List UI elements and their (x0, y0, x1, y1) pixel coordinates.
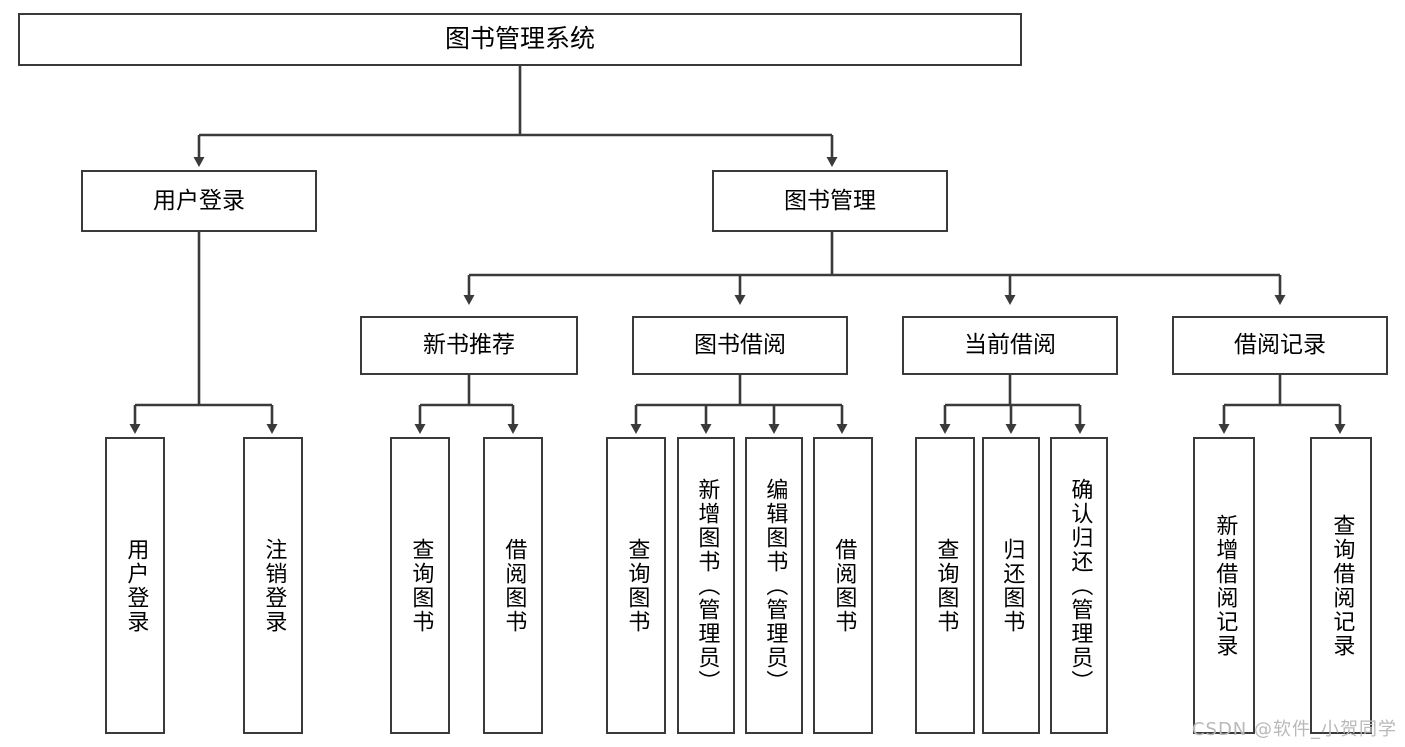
leaf-borrow-query-book[interactable]: 查询图书 (606, 437, 666, 734)
csdn-watermark: CSDN @软件_小贺同学 (1191, 719, 1397, 740)
leaf-borrow-query-book-label: 查询图书 (624, 537, 650, 634)
leaf-current-confirm-return-label: 确认归还（管理员） (1067, 477, 1093, 694)
node-root-system-label: 图书管理系统 (444, 24, 595, 54)
leaf-user-login-signin-label: 用户登录 (123, 537, 149, 634)
leaf-current-query-book[interactable]: 查询图书 (915, 437, 975, 734)
leaf-borrow-borrow-book-label: 借阅图书 (831, 537, 857, 634)
leaf-recommend-borrow-book[interactable]: 借阅图书 (483, 437, 543, 734)
node-root-system[interactable]: 图书管理系统 (18, 13, 1022, 66)
node-user-login-label: 用户登录 (153, 187, 245, 214)
node-borrow-record[interactable]: 借阅记录 (1172, 316, 1388, 375)
leaf-record-query-record-label: 查询借阅记录 (1329, 513, 1355, 658)
leaf-record-add-record-label: 新增借阅记录 (1212, 513, 1238, 658)
leaf-current-query-book-label: 查询图书 (933, 537, 959, 634)
leaf-user-login-signin[interactable]: 用户登录 (105, 437, 165, 734)
leaf-recommend-query-book[interactable]: 查询图书 (390, 437, 450, 734)
leaf-borrow-edit-book-label: 编辑图书（管理员） (762, 477, 788, 694)
node-book-management-label: 图书管理 (784, 187, 876, 214)
leaf-user-login-signout[interactable]: 注销登录 (243, 437, 303, 734)
node-current-borrow-label: 当前借阅 (964, 332, 1056, 359)
leaf-recommend-query-book-label: 查询图书 (408, 537, 434, 634)
node-borrow-record-label: 借阅记录 (1234, 332, 1326, 359)
leaf-borrow-add-book-label: 新增图书（管理员） (694, 477, 720, 694)
leaf-user-login-signout-label: 注销登录 (261, 537, 287, 634)
leaf-record-query-record[interactable]: 查询借阅记录 (1310, 437, 1372, 734)
node-new-book-recommend[interactable]: 新书推荐 (360, 316, 578, 375)
leaf-borrow-edit-book[interactable]: 编辑图书（管理员） (745, 437, 803, 734)
node-book-borrow[interactable]: 图书借阅 (632, 316, 848, 375)
leaf-current-return-book-label: 归还图书 (999, 537, 1025, 634)
node-book-management[interactable]: 图书管理 (712, 170, 948, 232)
leaf-borrow-borrow-book[interactable]: 借阅图书 (813, 437, 873, 734)
node-current-borrow[interactable]: 当前借阅 (902, 316, 1118, 375)
node-new-book-recommend-label: 新书推荐 (423, 332, 515, 359)
leaf-borrow-add-book[interactable]: 新增图书（管理员） (677, 437, 735, 734)
leaf-current-return-book[interactable]: 归还图书 (982, 437, 1040, 734)
leaf-current-confirm-return[interactable]: 确认归还（管理员） (1050, 437, 1108, 734)
leaf-recommend-borrow-book-label: 借阅图书 (501, 537, 527, 634)
node-user-login[interactable]: 用户登录 (81, 170, 317, 232)
node-book-borrow-label: 图书借阅 (694, 332, 786, 359)
leaf-record-add-record[interactable]: 新增借阅记录 (1193, 437, 1255, 734)
